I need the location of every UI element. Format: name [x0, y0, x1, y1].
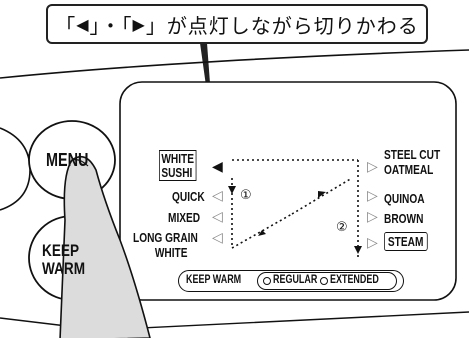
keep-warm-mode-oval: [257, 272, 397, 290]
option-quick[interactable]: QUICK: [172, 190, 205, 203]
right-triangle-icon: ▷: [367, 209, 378, 225]
callout-box: 「 ◀ 」・「 ▶ 」 が点灯しながら切りかわる: [46, 4, 428, 44]
callout-close-bracket: 」: [145, 13, 167, 38]
option-oatmeal-label: OATMEAL: [384, 162, 434, 177]
keep-warm-button[interactable]: KEEP WARM: [42, 242, 85, 277]
right-triangle-icon: ▷: [367, 188, 378, 204]
menu-button-label: MENU: [46, 150, 89, 170]
finger-pointer: [59, 155, 151, 338]
option-steel-cut-label: STEEL CUT: [384, 147, 441, 162]
option-white-label: WHITE: [161, 151, 195, 166]
keep-warm-label-1: KEEP: [42, 241, 80, 260]
display-panel: [119, 81, 457, 301]
step-1-marker: ①: [240, 188, 252, 203]
right-triangle-icon: ▶: [132, 14, 146, 34]
left-triangle-icon: ◀: [212, 159, 223, 175]
menu-button[interactable]: MENU: [46, 151, 88, 169]
option-quick-label: QUICK: [172, 189, 205, 204]
option-steam-label: STEAM: [384, 232, 428, 251]
left-triangle-icon: ◁: [212, 188, 223, 204]
option-brown-label: BROWN: [384, 211, 424, 226]
callout-middle: 」・「: [89, 13, 133, 38]
keep-warm-label-2: WARM: [42, 259, 86, 278]
extended-indicator-icon: [320, 277, 328, 285]
option-long-grain-label: LONG GRAIN: [133, 230, 198, 245]
option-mixed[interactable]: MIXED: [168, 211, 200, 224]
step-2-marker: ②: [336, 220, 348, 235]
keep-warm-mode-bar: [178, 270, 404, 292]
option-steam[interactable]: STEAM: [384, 232, 428, 251]
option-quinoa[interactable]: QUINOA: [384, 192, 425, 205]
option-steel-cut-oatmeal[interactable]: STEEL CUT OATMEAL: [384, 148, 440, 176]
extended-label[interactable]: EXTENDED: [330, 274, 379, 286]
option-long-grain-white[interactable]: LONG GRAIN WHITE: [133, 231, 198, 259]
option-brown[interactable]: BROWN: [384, 212, 423, 225]
callout-text: が点灯しながら切りかわる: [166, 13, 419, 38]
left-triangle-icon: ◀: [76, 14, 90, 34]
option-white2-label: WHITE: [154, 245, 188, 260]
option-mixed-label: MIXED: [168, 210, 201, 225]
regular-label[interactable]: REGULAR: [273, 274, 318, 286]
option-white-sushi[interactable]: WHITE SUSHI: [159, 150, 197, 181]
left-triangle-icon: ◁: [212, 209, 223, 225]
right-triangle-icon: ▷: [367, 235, 378, 251]
regular-indicator-icon: [263, 277, 271, 285]
option-sushi-label: SUSHI: [161, 165, 193, 180]
option-quinoa-label: QUINOA: [384, 191, 425, 206]
left-triangle-icon: ◁: [212, 230, 223, 246]
right-triangle-icon: ▷: [367, 159, 378, 175]
callout-open-bracket: 「: [55, 13, 77, 38]
keep-warm-mode-label: KEEP WARM: [186, 274, 242, 286]
